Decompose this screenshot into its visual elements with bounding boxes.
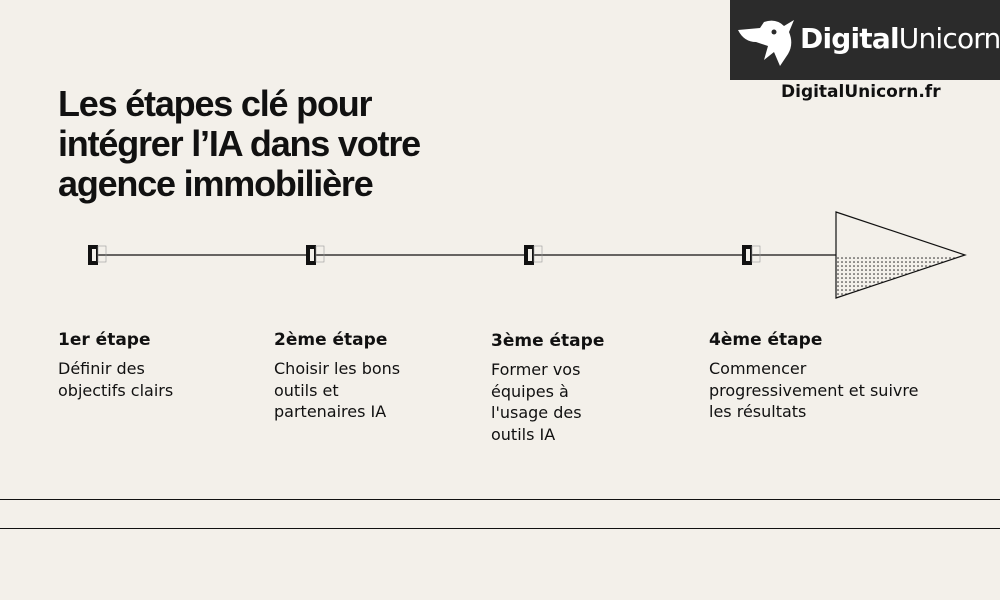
site-url[interactable]: DigitalUnicorn.fr [781,82,941,102]
timeline-marker [742,245,761,265]
step-1: 1er étape Définir des objectifs clairs [58,330,173,401]
step-desc-line: l'usage des [491,403,582,422]
step-3: 3ème étape Former vos équipes à l'usage … [491,331,604,445]
logo-wordmark: DigitalUnicorn [800,22,1000,55]
arrow-head [835,211,967,299]
step-desc-line: outils et [274,380,339,400]
step-title: 3ème étape [491,331,605,351]
logo-brand-bold: Digital [800,22,900,55]
timeline-marker [524,245,543,265]
step-title: 4ème étape [709,330,823,350]
logo-brand-regular: Unicorn [898,22,1000,55]
step-description: Former vos équipes à l'usage des outils … [491,359,604,445]
step-description: Définir des objectifs clairs [58,358,173,401]
step-title: 1er étape [58,330,151,350]
step-desc-line: équipes à [491,381,569,401]
step-desc-line: objectifs clairs [58,380,174,400]
unicorn-icon [738,20,794,66]
step-2: 2ème étape Choisir les bons outils et pa… [274,330,400,423]
title-line: Les étapes clé pour [58,83,373,124]
divider [0,528,1000,529]
step-desc-line: partenaires IA [274,402,387,421]
step-desc-line: les résultats [709,402,807,421]
title-line: agence immobilière [58,163,374,204]
page-title: Les étapes clé pour intégrer l’IA dans v… [58,84,558,204]
step-desc-line: Commencer [709,359,807,378]
timeline-marker [88,245,107,265]
step-desc-line: Former vos [491,360,581,379]
step-desc-line: outils IA [491,424,556,444]
step-description: Commencer progressivement et suivre les … [709,358,918,423]
step-desc-line: Définir des [58,359,145,378]
step-title: 2ème étape [274,330,388,350]
logo-banner: DigitalUnicorn [730,0,1000,80]
divider [0,499,1000,500]
step-desc-line: Choisir les bons [274,359,401,378]
step-desc-line: progressivement et suivre [709,380,919,400]
step-4: 4ème étape Commencer progressivement et … [709,330,918,423]
title-line: intégrer l’IA dans votre [58,123,421,164]
timeline-marker [306,245,325,265]
step-description: Choisir les bons outils et partenaires I… [274,358,400,423]
